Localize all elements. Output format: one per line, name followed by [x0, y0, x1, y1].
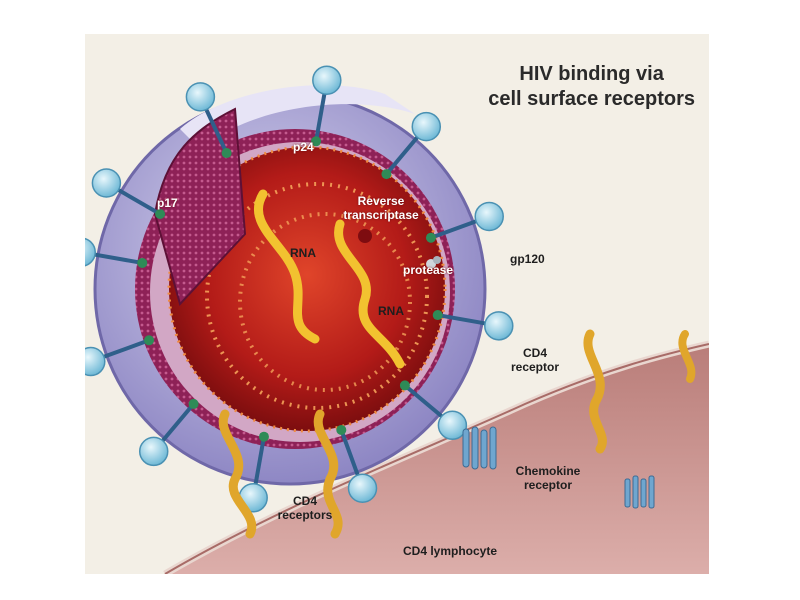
label-reverse-transcriptase-line1: Reverse — [357, 194, 405, 208]
label-reverse-transcriptase: Reverse transcriptase — [333, 194, 429, 222]
cd4-receptor-right — [583, 329, 607, 454]
label-cd4-receptors-line2: receptors — [277, 508, 333, 522]
gp120-knob — [484, 311, 514, 341]
label-p24: p24 — [293, 140, 314, 154]
spike-base — [137, 257, 148, 268]
gp120-spikes — [85, 65, 514, 513]
spike-base — [399, 380, 410, 391]
label-chemokine-line2: receptor — [523, 478, 573, 492]
spike-base — [432, 310, 443, 321]
hiv-diagram: HIV binding via cell surface receptors p… — [85, 34, 709, 574]
label-p17: p17 — [157, 196, 178, 210]
gp120-knob — [138, 436, 169, 467]
gp120-knob — [91, 168, 122, 198]
spike-base — [425, 232, 436, 243]
gp120-knob — [185, 82, 216, 112]
label-gp120: gp120 — [510, 252, 545, 266]
gp120-knob — [85, 346, 106, 377]
label-cd4-receptors: CD4 receptors — [265, 494, 345, 522]
hiv-virion — [93, 85, 487, 486]
title-line-1: HIV binding via — [519, 63, 664, 85]
chemokine-receptor-right — [624, 475, 655, 509]
reverse-transcriptase-molecule — [358, 229, 372, 243]
label-cd4-receptor: CD4 receptor — [505, 346, 565, 374]
title-line-2: cell surface receptors — [488, 88, 695, 110]
label-cd4-lymphocyte: CD4 lymphocyte — [403, 544, 498, 558]
chemokine-receptor-left — [462, 426, 497, 470]
rna-strand-right — [334, 219, 405, 369]
label-cd4-receptor-line1: CD4 — [522, 346, 547, 360]
gp120-knob — [437, 410, 468, 441]
gp120-knob — [312, 65, 342, 95]
diagram-illustration — [85, 65, 709, 574]
gp120-knob — [474, 201, 504, 232]
cd4-receptor-center — [313, 409, 343, 539]
label-rna-left: RNA — [290, 246, 316, 260]
p17-matrix-face — [153, 107, 247, 306]
gp120-knob — [85, 237, 96, 267]
diagram-title: HIV binding via cell surface receptors — [488, 62, 695, 112]
spike-base — [336, 424, 347, 435]
rna-strand-left — [253, 189, 320, 344]
cd4-lymphocyte-membrane — [165, 344, 709, 574]
spike-base — [155, 209, 166, 219]
label-protease: protease — [403, 263, 454, 277]
cd4-receptor-left — [218, 409, 257, 539]
spike-base — [381, 169, 392, 180]
label-chemokine-line1: Chemokine — [515, 464, 581, 478]
label-cd4-receptor-line2: receptor — [510, 360, 560, 374]
label-rna-right: RNA — [378, 304, 404, 318]
label-chemokine-receptor: Chemokine receptor — [503, 464, 593, 492]
spike-base — [221, 148, 232, 159]
spike-base — [311, 136, 322, 147]
label-cd4-receptors-line1: CD4 — [292, 494, 317, 508]
spike-base — [144, 335, 155, 346]
spike-base — [258, 431, 269, 442]
label-reverse-transcriptase-line2: transcriptase — [343, 208, 419, 222]
spike-base — [188, 398, 199, 409]
gp120-knob — [411, 111, 442, 142]
gp120-knob — [347, 473, 378, 503]
